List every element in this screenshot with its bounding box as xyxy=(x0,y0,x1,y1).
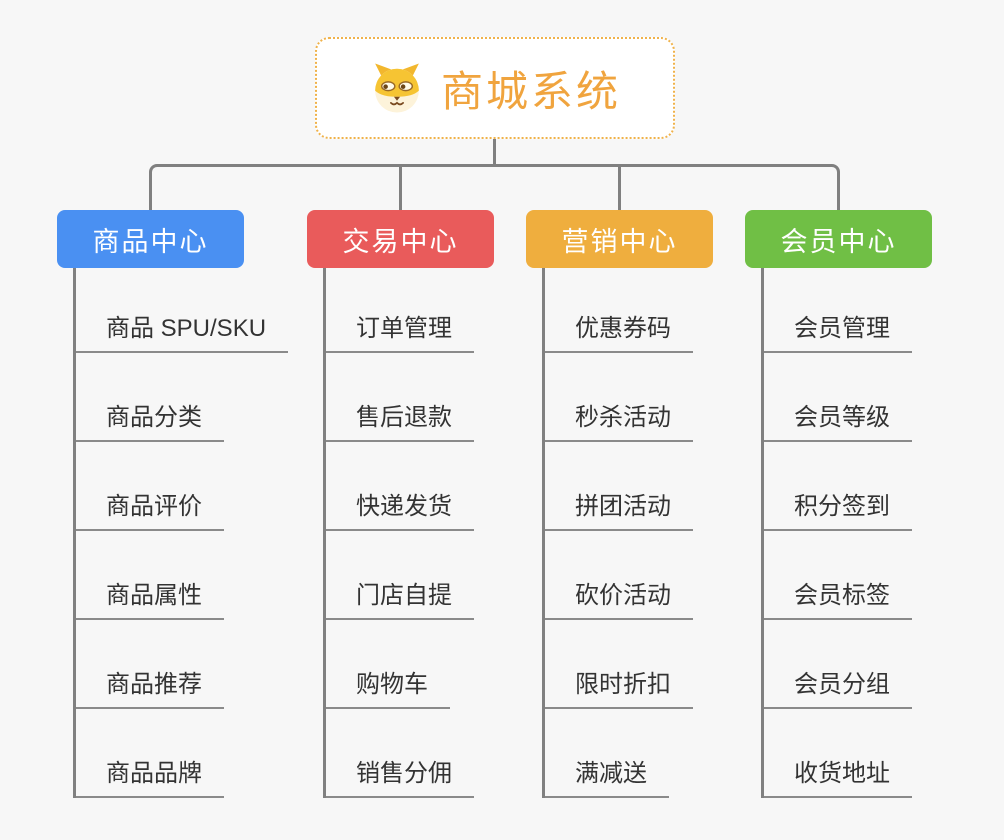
branch-node-marketing-center[interactable]: 营销中心 xyxy=(526,210,713,268)
tree-item[interactable]: 积分签到 xyxy=(764,442,912,531)
tree-item[interactable]: 商品品牌 xyxy=(76,709,224,798)
tree-item[interactable]: 门店自提 xyxy=(326,531,474,620)
tree-item[interactable]: 满减送 xyxy=(545,709,669,798)
connector-root-stem xyxy=(493,139,496,167)
tree-item[interactable]: 会员等级 xyxy=(764,353,912,442)
branch-items-marketing-center: 优惠券码 秒杀活动 拼团活动 砍价活动 限时折扣 满减送 xyxy=(542,268,693,798)
tree-item[interactable]: 商品推荐 xyxy=(76,620,224,709)
tree-item[interactable]: 收货地址 xyxy=(764,709,912,798)
tree-item[interactable]: 快递发货 xyxy=(326,442,474,531)
branch-node-product-center[interactable]: 商品中心 xyxy=(57,210,244,268)
branch-node-trade-center[interactable]: 交易中心 xyxy=(307,210,494,268)
tree-item[interactable]: 秒杀活动 xyxy=(545,353,693,442)
branch-items-trade-center: 订单管理 售后退款 快递发货 门店自提 购物车 销售分佣 xyxy=(323,268,474,798)
tree-item[interactable]: 会员分组 xyxy=(764,620,912,709)
tree-item[interactable]: 售后退款 xyxy=(326,353,474,442)
branch-node-member-center[interactable]: 会员中心 xyxy=(745,210,932,268)
connector-drop-trade xyxy=(399,166,402,210)
tree-item[interactable]: 会员管理 xyxy=(764,268,912,353)
tree-item[interactable]: 拼团活动 xyxy=(545,442,693,531)
root-title: 商城系统 xyxy=(440,67,621,115)
tree-item[interactable]: 订单管理 xyxy=(326,268,474,353)
tree-item[interactable]: 限时折扣 xyxy=(545,620,693,709)
connector-drop-marketing xyxy=(618,166,621,210)
tree-item[interactable]: 销售分佣 xyxy=(326,709,474,798)
connector-bus xyxy=(149,164,840,210)
tree-item[interactable]: 商品分类 xyxy=(76,353,224,442)
tree-item[interactable]: 会员标签 xyxy=(764,531,912,620)
tree-item[interactable]: 商品 SPU/SKU xyxy=(76,268,289,353)
tree-item[interactable]: 砍价活动 xyxy=(545,531,693,620)
tree-item[interactable]: 商品评价 xyxy=(76,442,224,531)
branch-items-product-center: 商品 SPU/SKU 商品分类 商品评价 商品属性 商品推荐 商品品牌 xyxy=(73,268,289,798)
tree-item[interactable]: 优惠券码 xyxy=(545,268,693,353)
tree-item[interactable]: 商品属性 xyxy=(76,531,224,620)
branch-items-member-center: 会员管理 会员等级 积分签到 会员标签 会员分组 收货地址 xyxy=(761,268,912,798)
root-node[interactable]: 商城系统 xyxy=(315,37,675,139)
tree-item[interactable]: 购物车 xyxy=(326,620,450,709)
shiba-dog-icon xyxy=(369,60,425,116)
